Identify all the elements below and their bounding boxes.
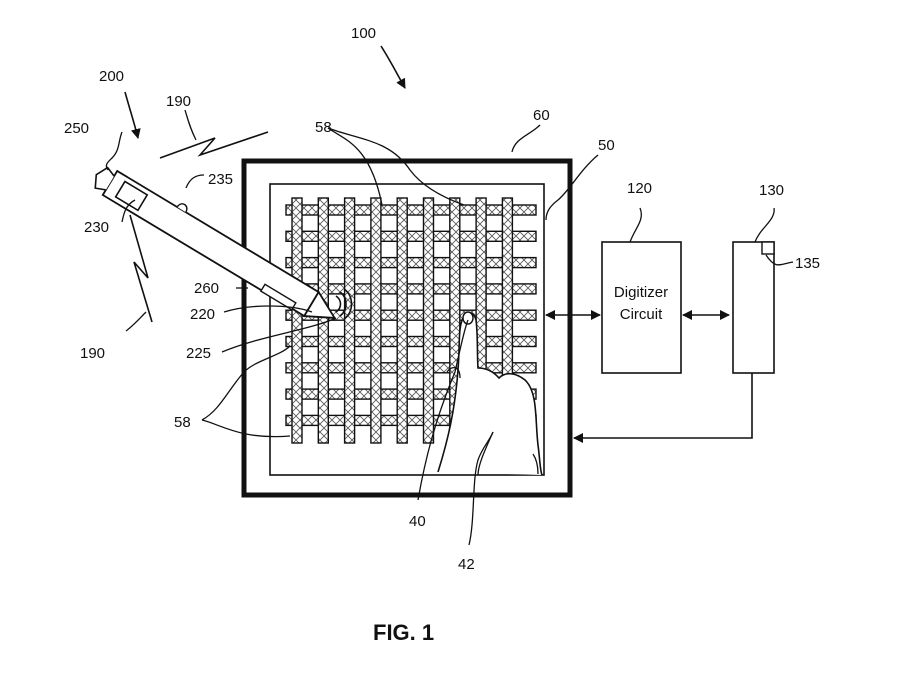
leader-50 [545,154,599,221]
host-component [761,241,775,255]
label-190-bottom: 190 [80,345,105,362]
electrode-column [422,197,435,444]
emission-arc [339,291,347,317]
label-60: 60 [533,107,550,124]
electrode-column [343,197,356,444]
digitizer-label-line1: Digitizer [614,284,668,301]
leader-225 [221,317,337,353]
label-135: 135 [795,255,820,272]
label-250: 250 [64,120,89,137]
label-58-left: 58 [174,414,191,431]
label-50: 50 [598,137,615,154]
emission-arc [343,288,353,320]
leader-220 [223,305,313,313]
host-block [732,241,775,374]
leader-250 [105,131,123,171]
leader-40 [417,319,469,501]
electrode-grid [285,197,537,444]
leader-190b [125,311,147,332]
leader-60 [511,124,541,153]
leader-235 [185,174,205,189]
leader-58-left-a [201,345,291,421]
electrode-row [285,335,537,348]
label-58-top: 58 [315,119,332,136]
display-frame [241,158,573,498]
electrode-column [396,197,408,444]
electrode-row [285,309,537,321]
digitizer-label-line2: Circuit [620,306,663,323]
label-100: 100 [351,25,376,42]
figure-caption: FIG. 1 [373,620,434,645]
leader-58-top-b [327,127,465,206]
leader-190a [184,109,197,141]
label-130: 130 [759,182,784,199]
wireless-signal-top [159,131,269,159]
host-feedback-connector [573,373,753,443]
hand-illustration [437,311,543,476]
stylus [94,166,353,320]
label-235: 235 [208,171,233,188]
label-40: 40 [409,513,426,530]
label-200: 200 [99,68,124,85]
emission-arc [335,295,342,313]
label-190-top: 190 [166,93,191,110]
stylus-button [176,203,188,213]
stylus-circuit [114,180,149,212]
leader-58-left-b [201,419,291,438]
label-260: 260 [194,280,219,297]
electrode-row [285,256,537,269]
label-230: 230 [84,219,109,236]
label-220: 220 [190,306,215,323]
leader-58-top-a [327,127,383,206]
stylus-sensor [259,283,297,311]
electrode-row [285,230,537,243]
electrode-column [317,197,329,444]
sensor-area [269,183,545,476]
digitizer-circuit-block [601,241,682,374]
electrode-row [285,362,537,374]
electrode-row [285,388,537,400]
stylus-end-cap [94,166,115,191]
leader-42 [468,431,494,546]
electrode-column [370,197,382,444]
stylus-arrow [124,91,141,139]
leader-135 [765,254,794,266]
wireless-signal-left [129,214,153,323]
label-120: 120 [627,180,652,197]
leader-120 [629,207,642,243]
leader-230 [121,199,136,223]
label-42: 42 [458,556,475,573]
electrode-column [291,197,303,444]
leader-130 [754,207,775,243]
electrode-row [285,204,537,216]
label-225: 225 [186,345,211,362]
system-arrow [380,45,406,89]
